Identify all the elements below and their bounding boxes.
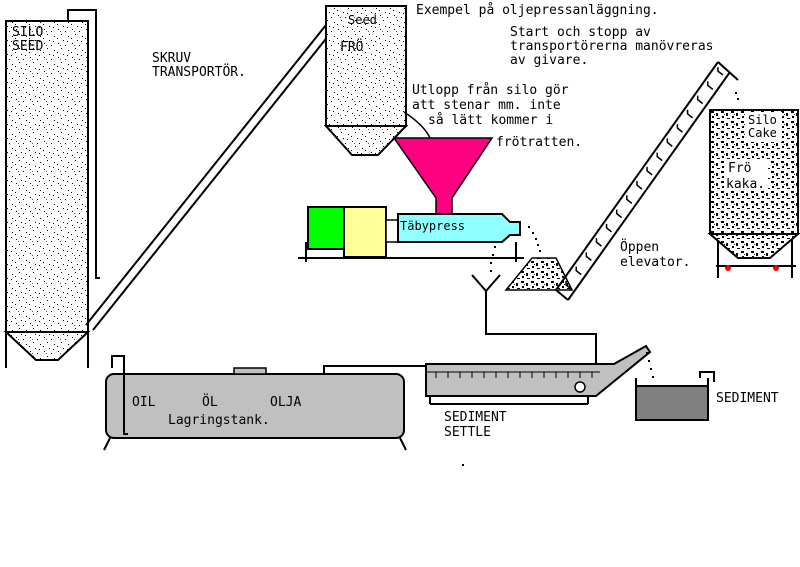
startstop-note-1: Start och stopp av [510, 25, 651, 40]
outlet-note-2: att stenar mm. inte [412, 98, 561, 113]
open-elevator-label-1: Öppen [620, 238, 659, 255]
elevator-bucket [666, 138, 673, 147]
settle-label-1: SEDIMENT [444, 410, 507, 425]
storage-tank-label: Lagringstank. [168, 413, 270, 428]
outlet-note-3: så lätt kommer i [428, 113, 553, 128]
motor-green [307, 206, 345, 250]
elevator-bucket [585, 252, 592, 261]
oil-label-sv: OLJA [270, 395, 301, 410]
sediment-label: SEDIMENT [716, 391, 779, 406]
settle-tank-body [425, 344, 652, 397]
elevator-bucket [615, 209, 623, 219]
sediment-bin: SEDIMENT [635, 371, 779, 421]
seed-hopper-label-en: Seed [348, 13, 377, 27]
cake-pile [504, 257, 574, 291]
sediment-bin-fill [635, 385, 709, 421]
elevator-buckets [565, 67, 724, 290]
seed-funnel [392, 137, 494, 223]
cake-silo-label-2: Cake [748, 126, 777, 140]
seed-silo-pipe [67, 9, 100, 279]
settle-tank: SEDIMENT SETTLE [425, 344, 654, 440]
press-unit: Täbypress [298, 206, 524, 262]
open-elevator-label-2: elevator. [620, 255, 690, 270]
elevator-bucket [656, 152, 663, 162]
tabypress-label: Täbypress [400, 219, 465, 233]
oil-label-en: OIL [132, 395, 156, 410]
seed-hopper-silo: Seed FRÖ [323, 5, 431, 156]
cake-silo-label-3: Frö [728, 161, 751, 176]
silo-seed-label-1: SILO [12, 25, 43, 40]
silo-seed-label-2: SEED [12, 39, 43, 54]
elevator-bucket [717, 67, 724, 76]
elevator-bucket [595, 238, 602, 247]
screw-conveyor-label-2: TRANSPORTÖR. [152, 63, 246, 80]
startstop-note-2: transportörerna manövreras [510, 39, 714, 54]
elevator-bucket [686, 109, 694, 119]
diagram-title: Exempel på oljepressanläggning. [416, 3, 659, 18]
tabypress-body [397, 213, 521, 243]
screw-conveyor: SKRUV TRANSPORTÖR. [85, 19, 338, 331]
elevator-bucket [707, 81, 714, 90]
elevator-bucket [636, 181, 643, 190]
elevator-bucket [646, 166, 653, 176]
stray-dot [462, 464, 464, 466]
outlet-note-1: Utlopp från silo gör [412, 83, 569, 98]
cake-stream [490, 226, 541, 272]
elevator-bucket [575, 266, 582, 276]
elevator-bucket [676, 124, 683, 133]
storage-tank: OIL ÖL OLJA Lagringstank. [103, 355, 430, 451]
cake-silo: Silo Cake Frö kaka. [707, 109, 800, 278]
oil-pipe [471, 274, 597, 366]
outlet-note-4: frötratten. [496, 135, 582, 150]
cake-silo-label-1: Silo [748, 113, 777, 127]
open-elevator: Öppen elevator. [555, 61, 739, 301]
elevator-bucket [565, 280, 572, 290]
elevator-bucket [626, 195, 633, 204]
seed-silo-body [5, 20, 89, 333]
elevator-bucket [696, 95, 704, 105]
seed-silo: SILO SEED [3, 9, 100, 368]
motor-yellow [343, 206, 387, 258]
seed-hopper-cone [323, 125, 409, 156]
startstop-note-3: av givare. [510, 53, 588, 68]
oil-label-de: ÖL [202, 393, 218, 410]
seed-hopper-label-sv: FRÖ [340, 38, 364, 55]
cake-silo-cone [707, 233, 800, 259]
cake-silo-wheel-right [773, 265, 779, 271]
cake-silo-wheel-left [725, 265, 731, 271]
settle-tank-screw [435, 372, 593, 378]
cake-silo-label-4: kaka. [726, 177, 765, 192]
elevator-bucket [605, 223, 613, 233]
seed-silo-cone [3, 331, 91, 361]
settle-label-2: SETTLE [444, 425, 491, 440]
screw-conveyor-label-1: SKRUV [152, 51, 191, 66]
